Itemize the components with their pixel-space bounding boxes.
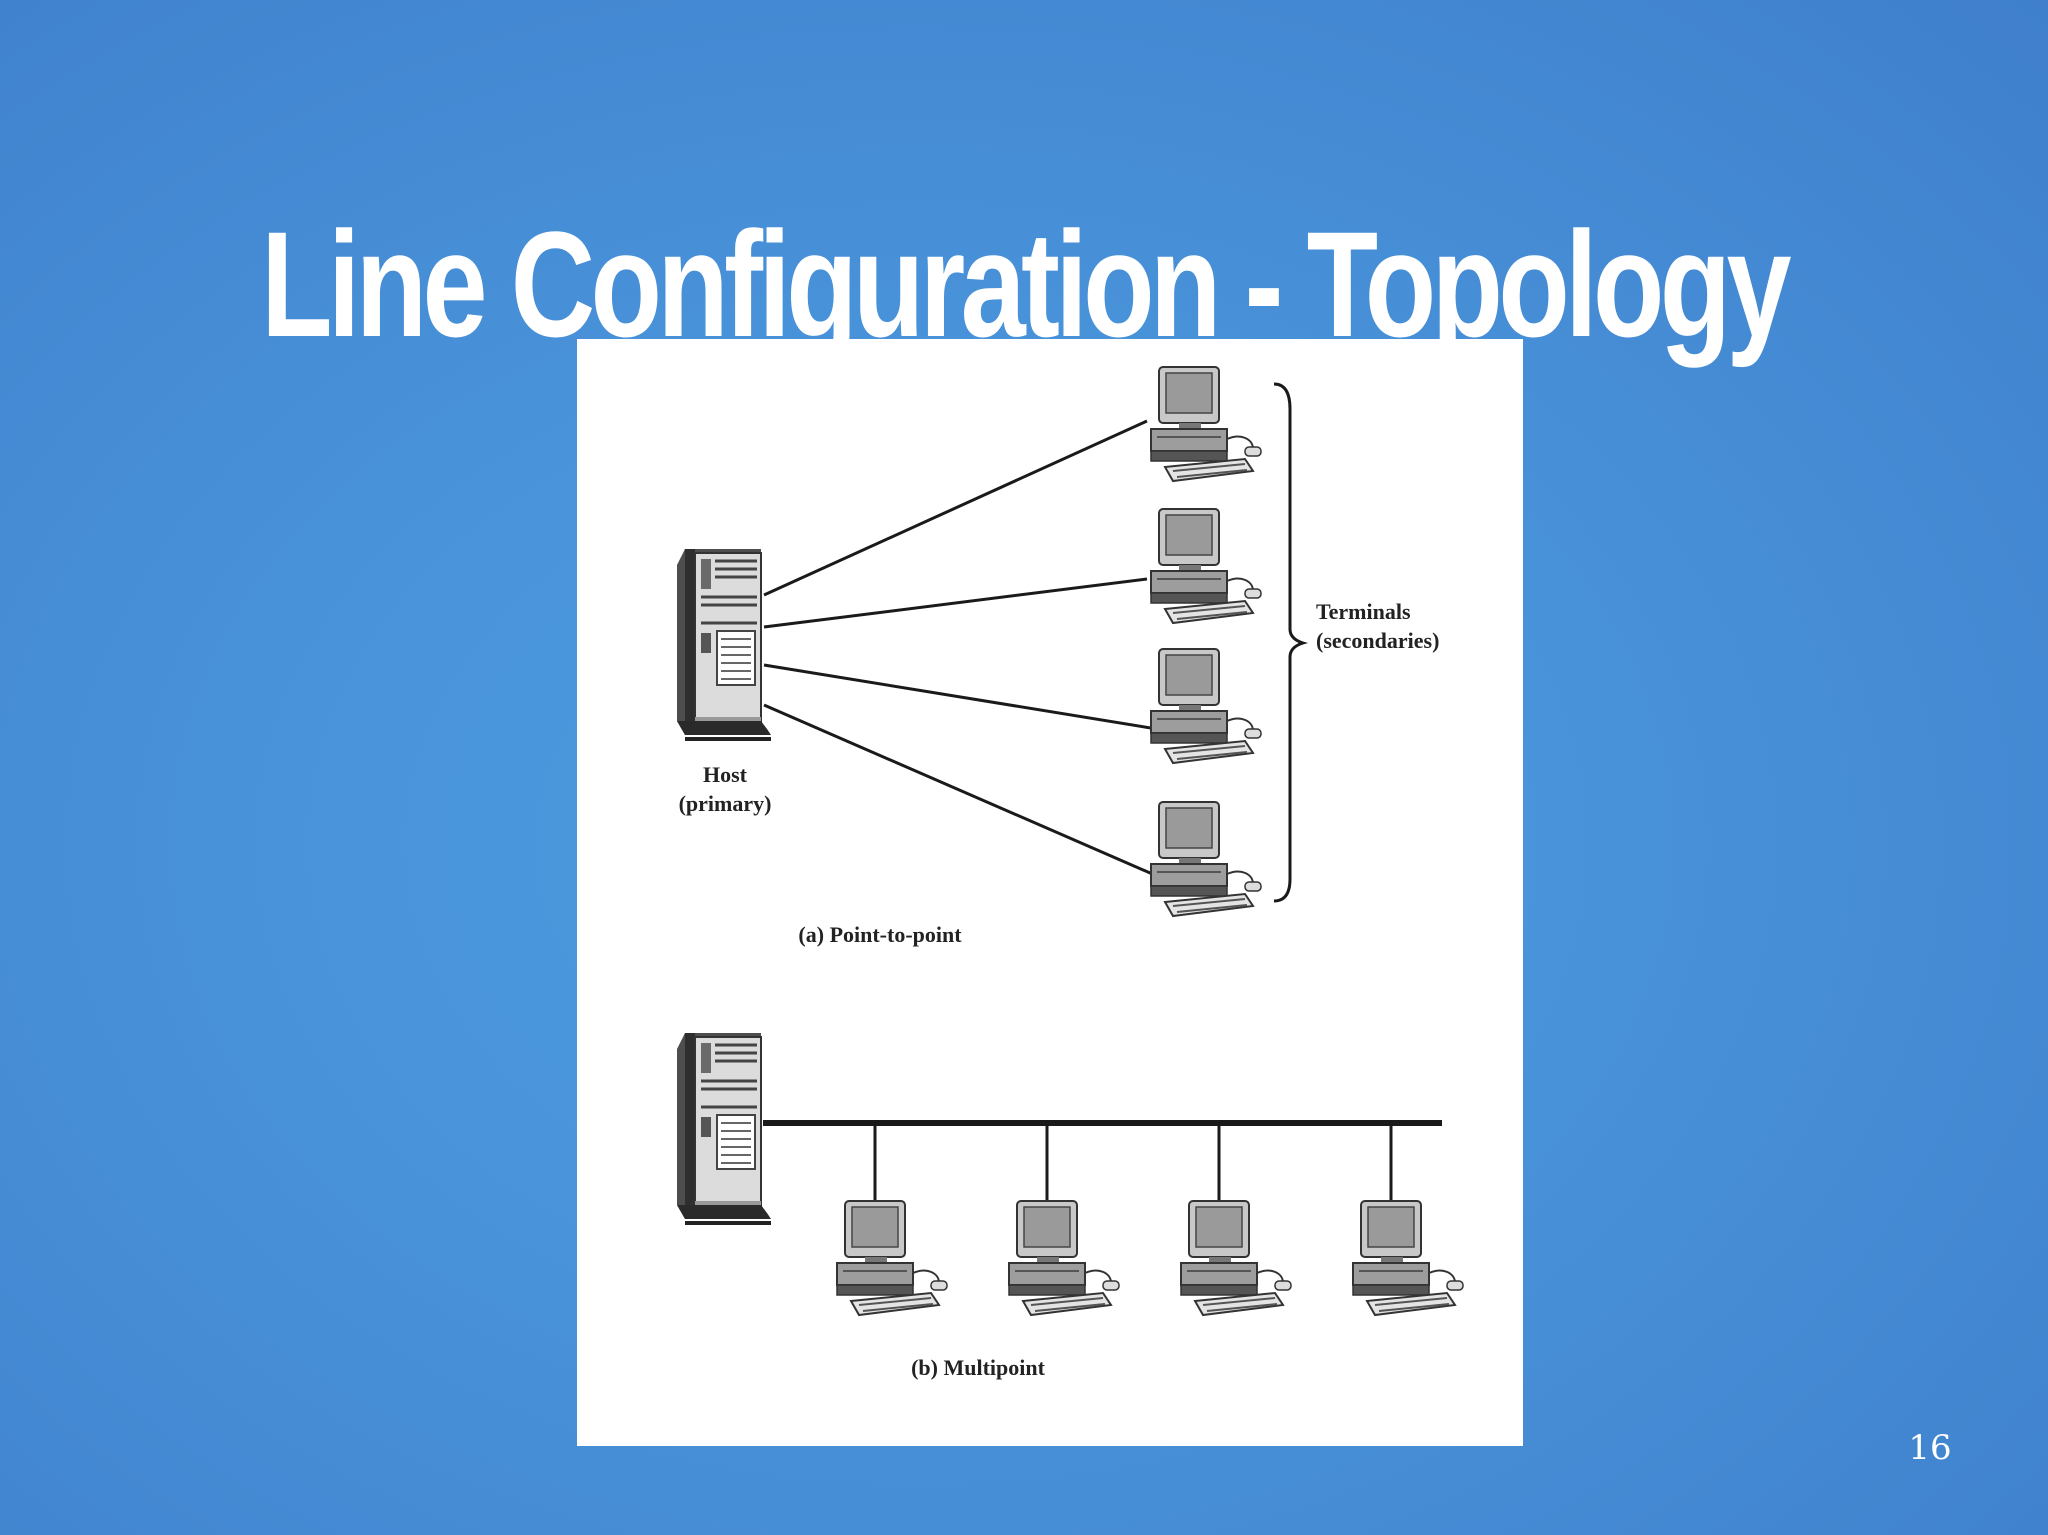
terminal-computer-icon: [1150, 366, 1262, 482]
terminal-computer-icon: [1150, 801, 1262, 917]
topology-diagram: Host (primary) Terminals (secondaries) (…: [675, 366, 1464, 1380]
link-line-3: [763, 663, 1158, 731]
multipoint-section: (b) Multipoint: [675, 1031, 1464, 1380]
multipoint-terminal-icon: [1352, 1200, 1464, 1316]
terminal-computer-icon: [1150, 648, 1262, 764]
multipoint-host-server-icon: [675, 1031, 773, 1225]
page-number: 16: [1908, 1428, 1952, 1468]
host-label-line2: (primary): [679, 791, 772, 816]
link-line-4: [763, 703, 1158, 878]
multipoint-terminal-icon: [1180, 1200, 1292, 1316]
link-line-2: [763, 577, 1148, 629]
host-label-line1: Host: [703, 762, 748, 787]
terminals-label-line1: Terminals: [1316, 599, 1411, 624]
terminal-computer-icon: [1150, 508, 1262, 624]
point-to-point-caption: (a) Point-to-point: [798, 922, 962, 947]
link-line-1: [763, 419, 1148, 597]
topology-figure: Host (primary) Terminals (secondaries) (…: [577, 339, 1523, 1446]
multipoint-terminal-icon: [1008, 1200, 1120, 1316]
host-server-icon: [675, 547, 773, 741]
terminals-label-line2: (secondaries): [1316, 628, 1439, 653]
terminals-brace: [1273, 382, 1309, 903]
slide-title: Line Configuration - Topology: [261, 199, 1792, 368]
multipoint-terminal-icon: [836, 1200, 948, 1316]
multipoint-caption: (b) Multipoint: [911, 1355, 1046, 1380]
point-to-point-section: Host (primary) Terminals (secondaries) (…: [675, 366, 1439, 947]
